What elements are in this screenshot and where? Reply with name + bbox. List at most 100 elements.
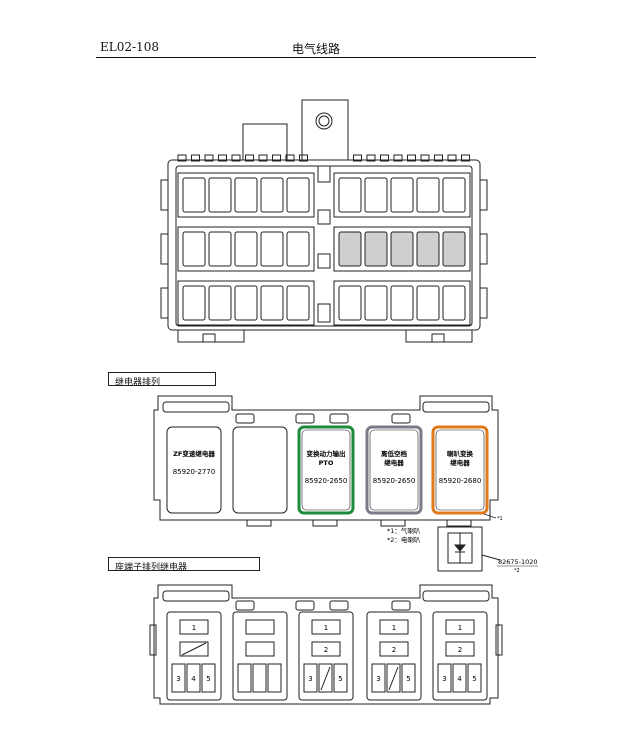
terminal-label: 3	[176, 675, 180, 683]
relay-slot	[442, 231, 466, 267]
relay-slot	[286, 285, 310, 321]
relay-name: 继电器	[450, 458, 470, 467]
top-bump	[285, 154, 295, 162]
terminal-1	[311, 619, 341, 635]
relay-slot	[234, 177, 258, 213]
coil-symbol	[388, 666, 399, 691]
top-bump	[380, 154, 389, 162]
relay-slot	[260, 177, 284, 213]
relay-outline	[297, 425, 355, 515]
top-bump	[447, 154, 457, 162]
socket-outline	[298, 611, 354, 701]
relay-slot	[390, 231, 414, 267]
terminal-label: 2	[324, 646, 328, 654]
top-bump	[218, 154, 227, 162]
mount-hole-outer	[315, 112, 333, 130]
relay-outline	[232, 426, 288, 514]
coil-symbol	[320, 666, 331, 691]
top-bump	[366, 154, 376, 162]
relay-slot	[364, 231, 388, 267]
relay-slot	[260, 285, 284, 321]
relay-slot	[416, 177, 440, 213]
terminal-bottom	[171, 663, 186, 693]
top-bump	[407, 154, 416, 162]
terminal-bottom	[437, 663, 452, 693]
socket-arrangement-label: 座端子排列继电器	[108, 557, 260, 573]
relay-slot	[364, 177, 388, 213]
terminal-label: 1	[324, 624, 328, 632]
relay-name: 离低空档	[381, 449, 408, 458]
doc-code: EL02-108	[100, 40, 159, 54]
relay-block	[153, 395, 499, 527]
terminal-label: 1	[392, 624, 396, 632]
terminal-bottom	[252, 663, 267, 693]
terminal-1	[179, 619, 209, 635]
relay-slot	[338, 285, 362, 321]
terminal-label: 4	[457, 675, 462, 683]
socket-block	[149, 584, 503, 705]
relay-outline	[365, 425, 423, 515]
relay-slot	[338, 177, 362, 213]
relay-slot	[182, 231, 206, 267]
page-title: 电气线路	[291, 42, 340, 56]
relay-slot	[260, 231, 284, 267]
relay-outline	[166, 426, 222, 514]
top-bump	[177, 154, 187, 162]
terminal-bottom	[371, 663, 386, 693]
relay-slot	[208, 231, 232, 267]
relay-slot	[442, 285, 466, 321]
note-2: *2：电喇叭	[387, 535, 421, 544]
top-bump	[461, 154, 470, 162]
socket-outline	[232, 611, 288, 701]
relay-name: 喇叭变换	[447, 449, 474, 458]
socket-outline	[166, 611, 222, 701]
top-bump	[258, 154, 268, 162]
top-bump	[245, 154, 254, 162]
relay-slot	[390, 285, 414, 321]
terminal-label: 2	[392, 646, 396, 654]
terminal-label: 5	[338, 675, 342, 683]
note-1: *1：气喇叭	[387, 526, 421, 535]
terminal-label: 3	[376, 675, 380, 683]
relay-slot	[416, 231, 440, 267]
diode-unit	[437, 526, 501, 572]
terminal-2	[311, 641, 341, 657]
relay-part-number: 85920-2650	[305, 477, 348, 485]
terminal-label: 3	[308, 675, 312, 683]
relay-outline	[431, 425, 489, 515]
relay-slot	[208, 285, 232, 321]
terminal-bottom	[467, 663, 482, 693]
top-bump	[272, 154, 281, 162]
relay-slot	[338, 231, 362, 267]
top-bump	[231, 154, 241, 162]
terminal-bottom	[318, 663, 333, 693]
socket-outline	[366, 611, 422, 701]
top-bump	[434, 154, 443, 162]
terminal-bottom	[186, 663, 201, 693]
relay-notes: *1：气喇叭 *2：电喇叭 *1	[387, 513, 503, 544]
relay-slot	[208, 177, 232, 213]
relay-arrangement-label: 继电器排列	[108, 372, 216, 388]
terminal-bottom	[452, 663, 467, 693]
terminal-1	[245, 619, 275, 635]
mount-tab	[301, 99, 349, 160]
relay-name: ZF变速继电器	[173, 449, 215, 458]
diode-ref: *2	[514, 568, 520, 574]
relay-slot	[182, 285, 206, 321]
terminal-bottom	[333, 663, 348, 693]
top-bump	[420, 154, 430, 162]
relay-part-number: 85920-2770	[173, 468, 216, 476]
relay-slot	[364, 285, 388, 321]
relay-slot	[234, 231, 258, 267]
terminal-label: 1	[192, 624, 196, 632]
diode-part: 82675-1020	[498, 558, 538, 566]
relay-cell: ZF变速继电器 85920-2770	[166, 426, 222, 514]
socket-cell: 1 2 3 5	[298, 611, 354, 701]
terminal-2	[245, 641, 275, 657]
top-bump	[299, 154, 308, 162]
terminal-label: 5	[206, 675, 210, 683]
